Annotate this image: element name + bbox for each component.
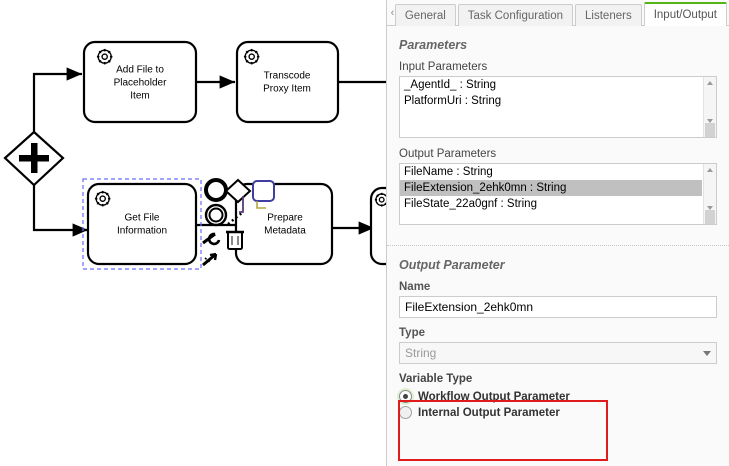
radio-label: Internal Output Parameter: [418, 406, 560, 419]
output-parameters-scrollbar[interactable]: [703, 164, 716, 224]
output-parameters-listbox[interactable]: FileName : String FileExtension_2ehk0mn …: [399, 163, 717, 225]
task-label: Placeholder: [114, 78, 167, 89]
properties-panel-body: Parameters Input Parameters _AgentId_ : …: [387, 26, 729, 466]
task-label: Transcode: [264, 71, 311, 82]
variable-type-label: Variable Type: [399, 373, 473, 385]
append-tail-icon: [256, 201, 266, 209]
task-transcode-proxy-item: [235, 40, 340, 124]
connect-icon: [202, 252, 218, 267]
scroll-up-icon[interactable]: [707, 168, 713, 172]
type-select-value: String: [405, 346, 437, 360]
type-select[interactable]: String: [399, 342, 717, 364]
task-partial-right: [369, 186, 386, 266]
scroll-down-icon[interactable]: [707, 119, 713, 123]
section-divider: [387, 245, 729, 246]
tab-task-configuration[interactable]: Task Configuration: [457, 4, 574, 26]
scroll-down-icon[interactable]: [707, 206, 713, 210]
scrollbar-thumb[interactable]: [705, 123, 715, 137]
bpmn-canvas[interactable]: Add File to Placeholder Item Transcode P…: [0, 0, 386, 466]
output-parameter-heading: Output Parameter: [399, 258, 505, 272]
name-input[interactable]: [399, 296, 717, 318]
trash-icon: [226, 230, 244, 250]
task-label: Metadata: [264, 226, 306, 237]
task-label: Information: [117, 226, 167, 237]
gateway-parallel: [3, 130, 65, 187]
connection-dotted-icon: [227, 211, 244, 225]
list-item[interactable]: FileState_22a0gnf : String: [404, 198, 537, 210]
tab-input-output[interactable]: Input/Output: [643, 2, 727, 26]
type-label: Type: [399, 327, 425, 339]
input-parameters-listbox[interactable]: _AgentId_ : String PlatformUri : String: [399, 76, 717, 138]
radio-internal-output-parameter[interactable]: Internal Output Parameter: [399, 406, 717, 419]
radio-unselected-icon[interactable]: [399, 406, 412, 419]
task-label: Get File: [124, 213, 159, 224]
tab-general[interactable]: General: [394, 4, 456, 26]
task-label: Prepare: [267, 213, 303, 224]
parameters-group: Parameters Input Parameters _AgentId_ : …: [387, 26, 729, 237]
tab-listeners[interactable]: Listeners: [575, 4, 642, 26]
task-label: Add File to: [116, 65, 164, 76]
output-parameter-group: Output Parameter Name Type String Variab…: [387, 246, 729, 424]
output-parameters-label: Output Parameters: [399, 148, 497, 160]
chevron-down-icon: [703, 351, 711, 356]
task-label: Item: [130, 91, 149, 102]
task-prepare-metadata: [234, 182, 334, 266]
input-parameters-scrollbar[interactable]: [703, 77, 716, 137]
list-item-selected[interactable]: FileExtension_2ehk0mn : String: [400, 180, 702, 196]
context-pad: [202, 178, 275, 267]
task-add-file-to-placeholder-item: [82, 40, 198, 124]
task-label: Proxy Item: [263, 84, 311, 95]
parameters-heading: Parameters: [399, 38, 468, 52]
input-parameters-label: Input Parameters: [399, 61, 488, 73]
wrench-icon: [202, 232, 221, 246]
properties-tab-bar: ‹ General Task Configuration Listeners I…: [387, 0, 729, 26]
task-get-file-information: [82, 178, 202, 270]
radio-selected-icon[interactable]: [399, 390, 412, 403]
gateway-icon: [224, 178, 252, 204]
scroll-up-icon[interactable]: [707, 81, 713, 85]
list-item[interactable]: _AgentId_ : String: [404, 79, 497, 91]
list-item[interactable]: PlatformUri : String: [404, 95, 502, 107]
start-event-icon: [204, 178, 228, 202]
scrollbar-thumb[interactable]: [705, 210, 715, 224]
connection-bracket-icon: [239, 196, 244, 213]
list-item[interactable]: FileName : String: [404, 166, 493, 178]
name-label: Name: [399, 281, 431, 293]
properties-panel: ‹ General Task Configuration Listeners I…: [386, 0, 729, 466]
task-icon: [252, 180, 275, 202]
tab-scroll-left-icon[interactable]: ‹: [390, 6, 395, 19]
radio-workflow-output-parameter[interactable]: Workflow Output Parameter: [399, 390, 717, 403]
radio-label: Workflow Output Parameter: [418, 390, 570, 403]
